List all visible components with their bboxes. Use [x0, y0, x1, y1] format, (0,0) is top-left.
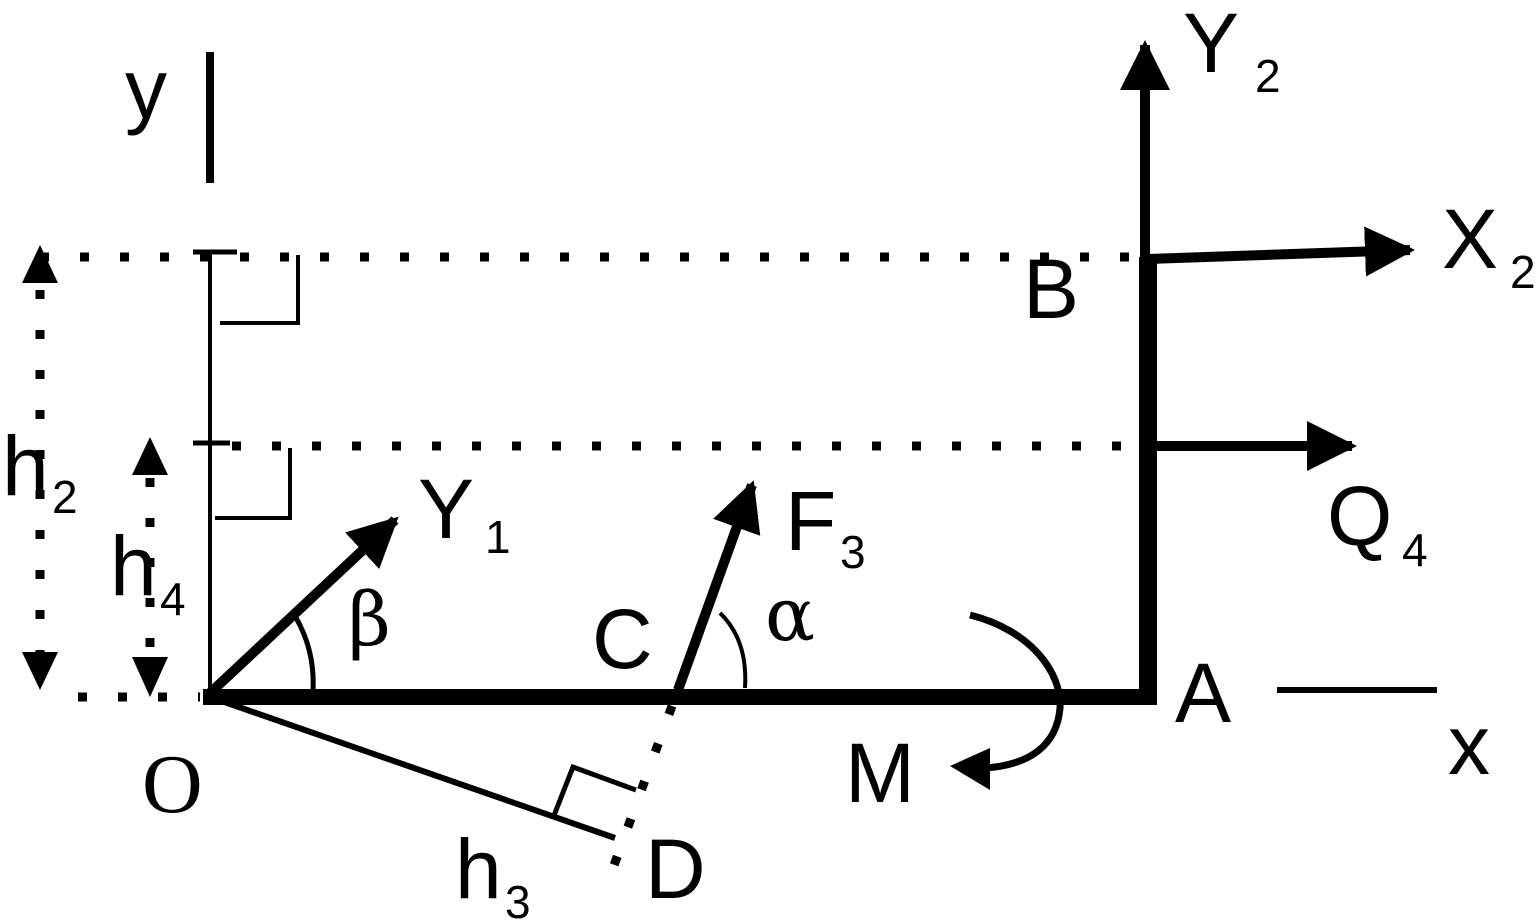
label-x2: X	[1442, 192, 1498, 286]
label-h3-sub: 3	[505, 876, 531, 920]
label-q4: Q	[1327, 469, 1392, 563]
right-angle-marker-mid	[215, 448, 292, 520]
label-x-axis: x	[1448, 698, 1490, 792]
arrowhead-h4-up	[132, 437, 168, 475]
label-y1-sub: 1	[485, 511, 511, 563]
label-alpha: α	[765, 572, 815, 658]
right-angle-marker-d	[550, 763, 637, 819]
arrowhead-h4-down	[132, 657, 168, 697]
label-f3-sub: 3	[840, 526, 866, 578]
label-h2: h	[2, 419, 49, 513]
label-c: C	[592, 592, 653, 686]
label-y-axis: y	[125, 42, 167, 136]
dotted-line-cd	[608, 704, 677, 870]
label-d: D	[645, 822, 706, 916]
label-q4-sub: 4	[1402, 524, 1428, 576]
arrowhead-h2-down	[22, 652, 58, 690]
label-x2-sub: 2	[1510, 246, 1536, 298]
label-y1: Y	[418, 462, 474, 556]
force-y1-arrow	[206, 516, 399, 697]
label-y2: Y	[1183, 0, 1239, 90]
label-h4-sub: 4	[160, 573, 186, 625]
angle-arc-alpha	[718, 611, 748, 689]
angle-arc-beta	[292, 614, 316, 691]
label-y2-sub: 2	[1255, 50, 1281, 102]
moment-m-arc	[969, 611, 1064, 772]
label-o: O	[142, 738, 203, 831]
right-angle-marker-top	[220, 255, 300, 325]
arrowhead-h2-up	[22, 245, 58, 283]
label-h4: h	[110, 519, 157, 613]
label-f3: F	[785, 474, 836, 568]
force-f3-arrow	[673, 480, 761, 692]
label-a: A	[1175, 646, 1231, 740]
line-od	[209, 694, 616, 841]
moment-m-arrowhead	[950, 748, 990, 790]
label-beta: β	[348, 577, 391, 663]
label-h2-sub: 2	[52, 471, 78, 523]
label-h3: h	[455, 822, 502, 916]
force-x2-arrow	[1147, 226, 1415, 277]
label-b: B	[1023, 242, 1079, 336]
label-m: M	[845, 726, 915, 820]
